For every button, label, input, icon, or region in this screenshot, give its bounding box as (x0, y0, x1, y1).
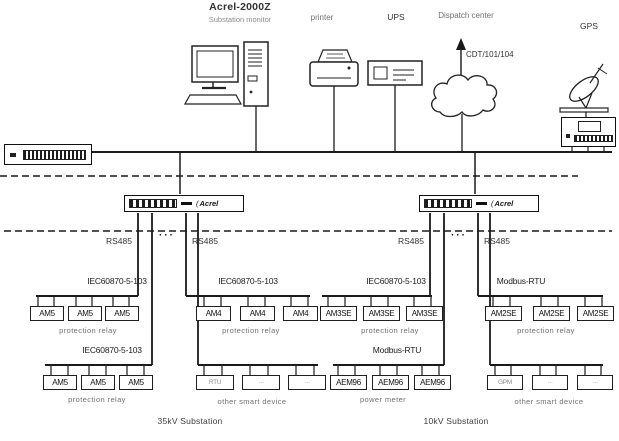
gps-label: GPS (580, 21, 598, 31)
ups-label: UPS (387, 12, 405, 22)
device-box: AM4 (240, 306, 275, 321)
system-subtitle: Substation monitor (208, 15, 272, 24)
group-caption: protection relay (222, 326, 280, 335)
dispatch-cloud-icon (430, 74, 498, 118)
gateway2-dash (476, 202, 487, 205)
gps-clock-device (561, 117, 616, 147)
ellipsis-left: ··· (159, 230, 175, 241)
printer-label: printer (310, 13, 334, 22)
device-box: AM2SE (485, 306, 522, 321)
group-caption: other smart device (514, 397, 584, 406)
rs485-label-3: RS485 (398, 236, 424, 246)
device-box: ··· (242, 375, 280, 390)
device-box: AEM96 (414, 375, 451, 390)
device-box: AM5 (105, 306, 139, 321)
printer-icon (309, 49, 359, 87)
switch-led (10, 152, 16, 157)
dispatch-protocol-label: CDT/101/104 (466, 50, 514, 59)
device-box: AM5 (43, 375, 77, 390)
device-box: ··· (532, 375, 568, 390)
gateway2-rs485-drops (429, 213, 491, 365)
device-box: AM2SE (533, 306, 570, 321)
group-caption: protection relay (361, 326, 419, 335)
device-box: GPM (487, 375, 523, 390)
device-box: AM5 (68, 306, 102, 321)
device-box: AM4 (283, 306, 318, 321)
system-title: Acrel-2000Z (209, 1, 271, 13)
dispatch-arrow-head (456, 38, 466, 50)
protocol-label-group4: Modbus-RTU (496, 276, 546, 286)
clock-screen (578, 121, 601, 132)
device-box: AM2SE (577, 306, 614, 321)
protocol-label-group2: IEC60870-5-103 (218, 276, 278, 286)
substation-caption-left: 35kV Substation (157, 416, 223, 426)
protocol-label-group7: Modbus-RTU (372, 345, 422, 355)
device-stub-lines-tier1 (37, 296, 603, 306)
device-stub-lines-tier2 (50, 365, 602, 375)
device-box: ··· (288, 375, 326, 390)
device-box: AM5 (30, 306, 64, 321)
ellipsis-right: ··· (451, 230, 467, 241)
satellite-dish-icon (559, 63, 609, 113)
workstation-icon (183, 41, 269, 107)
rs485-label-1: RS485 (106, 236, 132, 246)
gateway1-rs485-drops (137, 213, 199, 365)
group-caption: power meter (359, 395, 407, 404)
gateway1-dash (181, 202, 192, 205)
protocol-label-group1: IEC60870-5-103 (87, 276, 147, 286)
device-box: AM3SE (363, 306, 400, 321)
gateway2-brand-label: Acrel (491, 199, 514, 208)
gateway-2: Acrel (419, 195, 539, 212)
protocol-label-group3: IEC60870-5-103 (366, 276, 426, 286)
device-box: AEM96 (330, 375, 367, 390)
ups-icon (367, 60, 423, 86)
device-box: ··· (577, 375, 613, 390)
gateway1-brand-label: Acrel (196, 199, 219, 208)
rs485-label-2: RS485 (192, 236, 218, 246)
gateway-1: Acrel (124, 195, 244, 212)
device-box: AM3SE (320, 306, 357, 321)
device-box: AM3SE (406, 306, 443, 321)
ethernet-switch (4, 144, 92, 165)
protocol-label-group5: IEC60870-5-103 (82, 345, 142, 355)
device-box: RTU (196, 375, 234, 390)
group-caption: protection relay (59, 326, 117, 335)
device-box: AM5 (81, 375, 115, 390)
device-box: AM4 (196, 306, 231, 321)
device-box: AEM96 (372, 375, 409, 390)
gateway1-ports-icon (129, 199, 177, 208)
rs485-label-4: RS485 (484, 236, 510, 246)
dispatch-center-label: Dispatch center (438, 11, 494, 20)
group-caption: other smart device (217, 397, 287, 406)
substation-caption-right: 10kV Substation (423, 416, 489, 426)
group-caption: protection relay (68, 395, 126, 404)
clock-button (566, 134, 570, 138)
group-caption: protection relay (517, 326, 575, 335)
device-box: AM5 (119, 375, 153, 390)
clock-ports-icon (574, 135, 613, 142)
switch-ports-icon (23, 149, 86, 160)
gateway2-ports-icon (424, 199, 472, 208)
